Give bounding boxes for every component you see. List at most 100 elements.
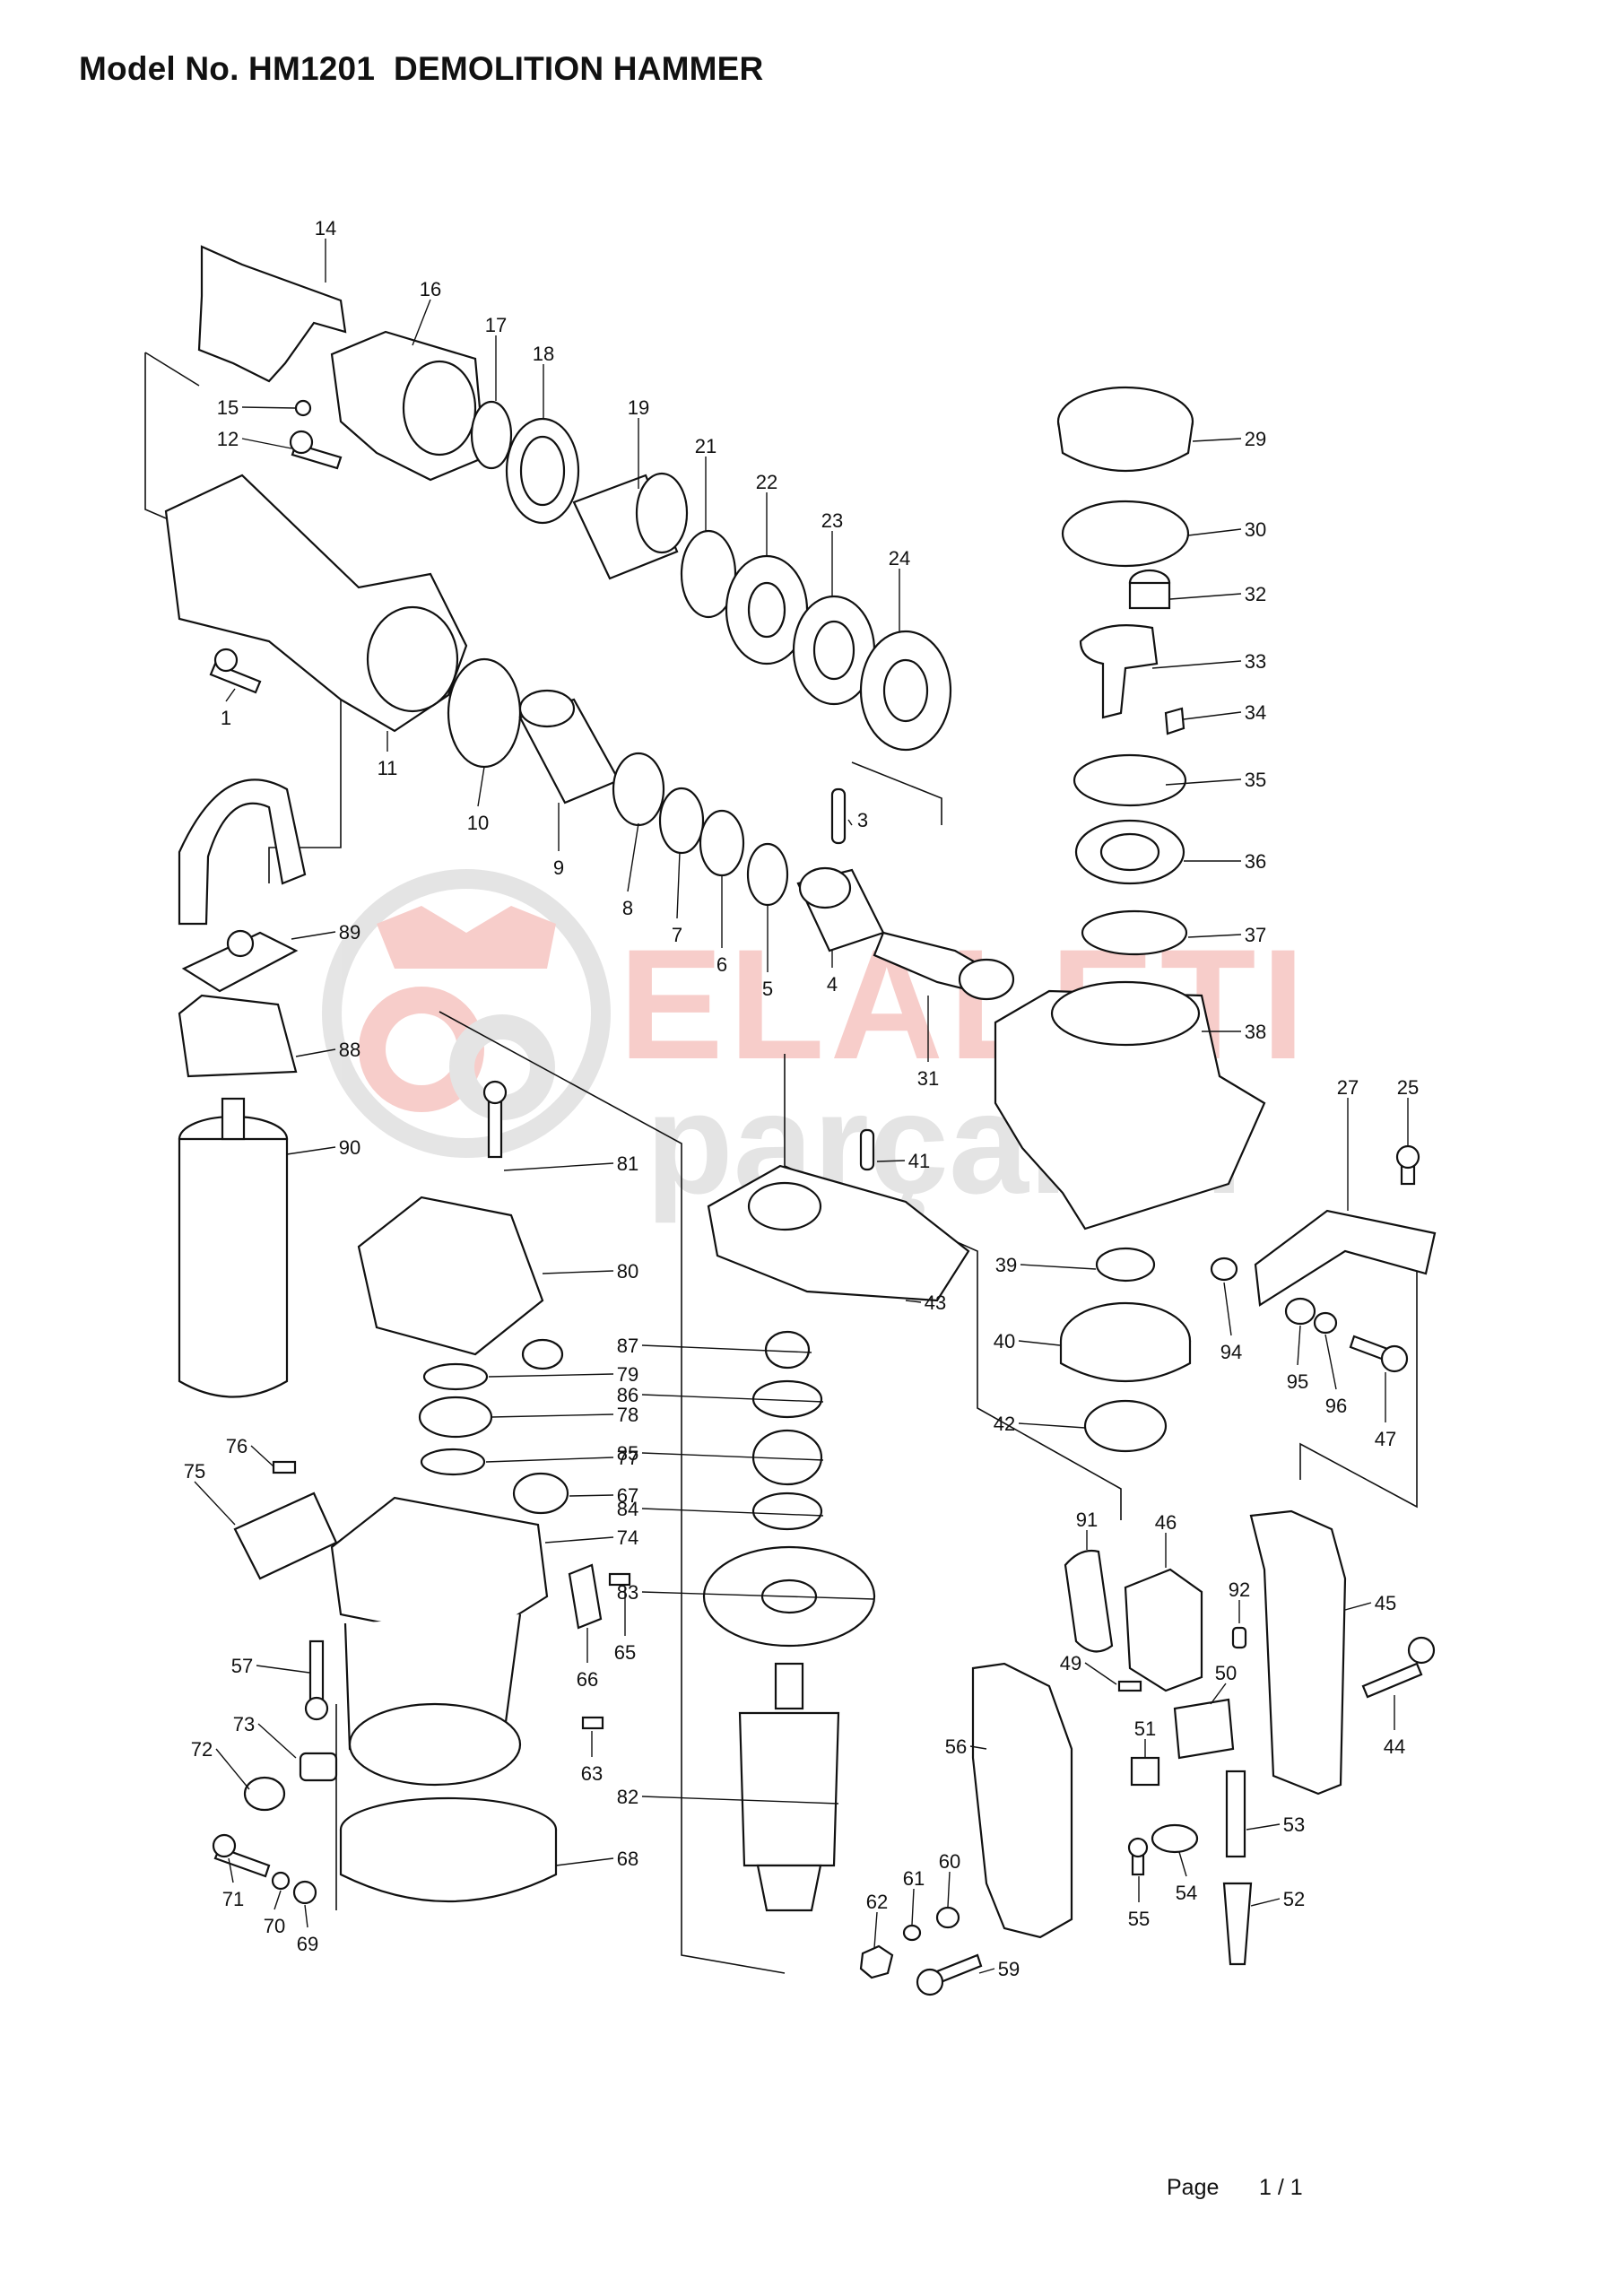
callout-82: 82 [617,1786,638,1808]
callout-15: 15 [217,396,239,419]
callout-94: 94 [1220,1341,1242,1363]
callout-65: 65 [614,1641,636,1664]
leader-line-76 [250,1445,274,1467]
callout-79: 79 [617,1363,638,1386]
callout-51: 51 [1134,1718,1156,1740]
callout-80: 80 [617,1260,638,1283]
leader-line-54 [1178,1851,1187,1877]
callout-61: 61 [903,1867,925,1890]
callout-31: 31 [917,1067,939,1090]
leader-line-7 [676,851,681,919]
callout-23: 23 [821,509,843,532]
leader-line-16 [412,299,431,346]
callout-55: 55 [1128,1908,1150,1930]
leader-line-52 [1250,1898,1281,1907]
leader-line-70 [274,1890,282,1910]
leader-line-68 [555,1857,614,1866]
leader-line-80 [542,1270,614,1274]
callout-71: 71 [222,1888,244,1910]
leader-line-15 [241,406,297,409]
leader-line-34 [1183,711,1242,720]
leader-line-89 [291,931,336,940]
leader-line-30 [1187,528,1242,536]
leader-line-75 [194,1481,236,1526]
leader-line-10 [477,766,485,807]
callout-1: 1 [221,707,231,729]
callout-25: 25 [1397,1076,1419,1099]
callout-66: 66 [577,1668,598,1691]
callout-86: 86 [617,1384,638,1406]
callout-77: 77 [617,1447,638,1469]
leader-line-71 [228,1857,234,1883]
callout-14: 14 [315,217,336,239]
leader-line-40 [1018,1340,1061,1346]
leader-line-57 [256,1665,310,1674]
callout-89: 89 [339,921,360,944]
callout-17: 17 [485,314,507,336]
callout-69: 69 [297,1933,318,1955]
leader-line-73 [257,1723,297,1759]
callout-30: 30 [1245,518,1266,541]
callout-59: 59 [998,1958,1020,1980]
leader-line-53 [1246,1823,1281,1831]
leader-line-85 [641,1452,824,1461]
callout-91: 91 [1076,1509,1098,1531]
callout-11: 11 [378,757,398,779]
page-number: 1 / 1 [1259,2175,1303,2200]
leader-line-95 [1297,1325,1301,1366]
callout-18: 18 [533,343,554,365]
callout-27: 27 [1337,1076,1359,1099]
callout-6: 6 [716,953,727,976]
leader-line-60 [947,1871,951,1908]
leader-line-61 [911,1888,915,1926]
leader-line-88 [295,1048,336,1057]
callout-44: 44 [1384,1735,1405,1758]
leader-line-8 [627,822,639,892]
callout-90: 90 [339,1136,360,1159]
leader-line-35 [1165,778,1242,786]
callout-49: 49 [1060,1652,1081,1674]
callout-96: 96 [1325,1395,1347,1417]
leader-line-49 [1084,1662,1117,1685]
callout-95: 95 [1287,1370,1308,1393]
leader-line-72 [215,1748,250,1790]
leader-line-90 [286,1146,336,1155]
page-label: Page [1167,2175,1220,2200]
leader-line-79 [488,1373,614,1378]
leader-line-29 [1192,438,1242,442]
callout-43: 43 [925,1292,946,1314]
callout-70: 70 [264,1915,285,1937]
leader-line-83 [641,1591,875,1600]
leader-line-12 [241,438,292,449]
callout-32: 32 [1245,583,1266,605]
leader-line-56 [969,1745,987,1750]
callout-88: 88 [339,1039,360,1061]
callout-84: 84 [617,1498,638,1520]
callout-37: 37 [1245,924,1266,946]
part-drawings [164,245,1437,1996]
leader-line-77 [485,1457,614,1463]
callout-4: 4 [827,973,838,996]
callout-8: 8 [622,897,633,919]
leader-line-67 [569,1494,614,1497]
callout-72: 72 [191,1738,213,1761]
page-title: Model No. HM1201 DEMOLITION HAMMER [79,50,764,87]
callout-45: 45 [1375,1592,1396,1614]
callout-33: 33 [1245,650,1266,673]
leader-line-45 [1344,1602,1372,1611]
callout-76: 76 [226,1435,248,1457]
callout-63: 63 [581,1762,603,1785]
callout-62: 62 [866,1891,888,1913]
leader-line-39 [1020,1264,1097,1270]
leader-line-33 [1151,660,1242,669]
leader-line-74 [544,1536,614,1544]
callout-87: 87 [617,1335,638,1357]
leader-line-94 [1223,1282,1232,1336]
callout-40: 40 [994,1330,1015,1352]
callout-29: 29 [1245,428,1266,450]
callout-19: 19 [628,396,649,419]
callout-7: 7 [672,924,682,946]
leader-line-59 [978,1968,995,1974]
callout-38: 38 [1245,1021,1266,1043]
leader-line-87 [641,1344,812,1353]
